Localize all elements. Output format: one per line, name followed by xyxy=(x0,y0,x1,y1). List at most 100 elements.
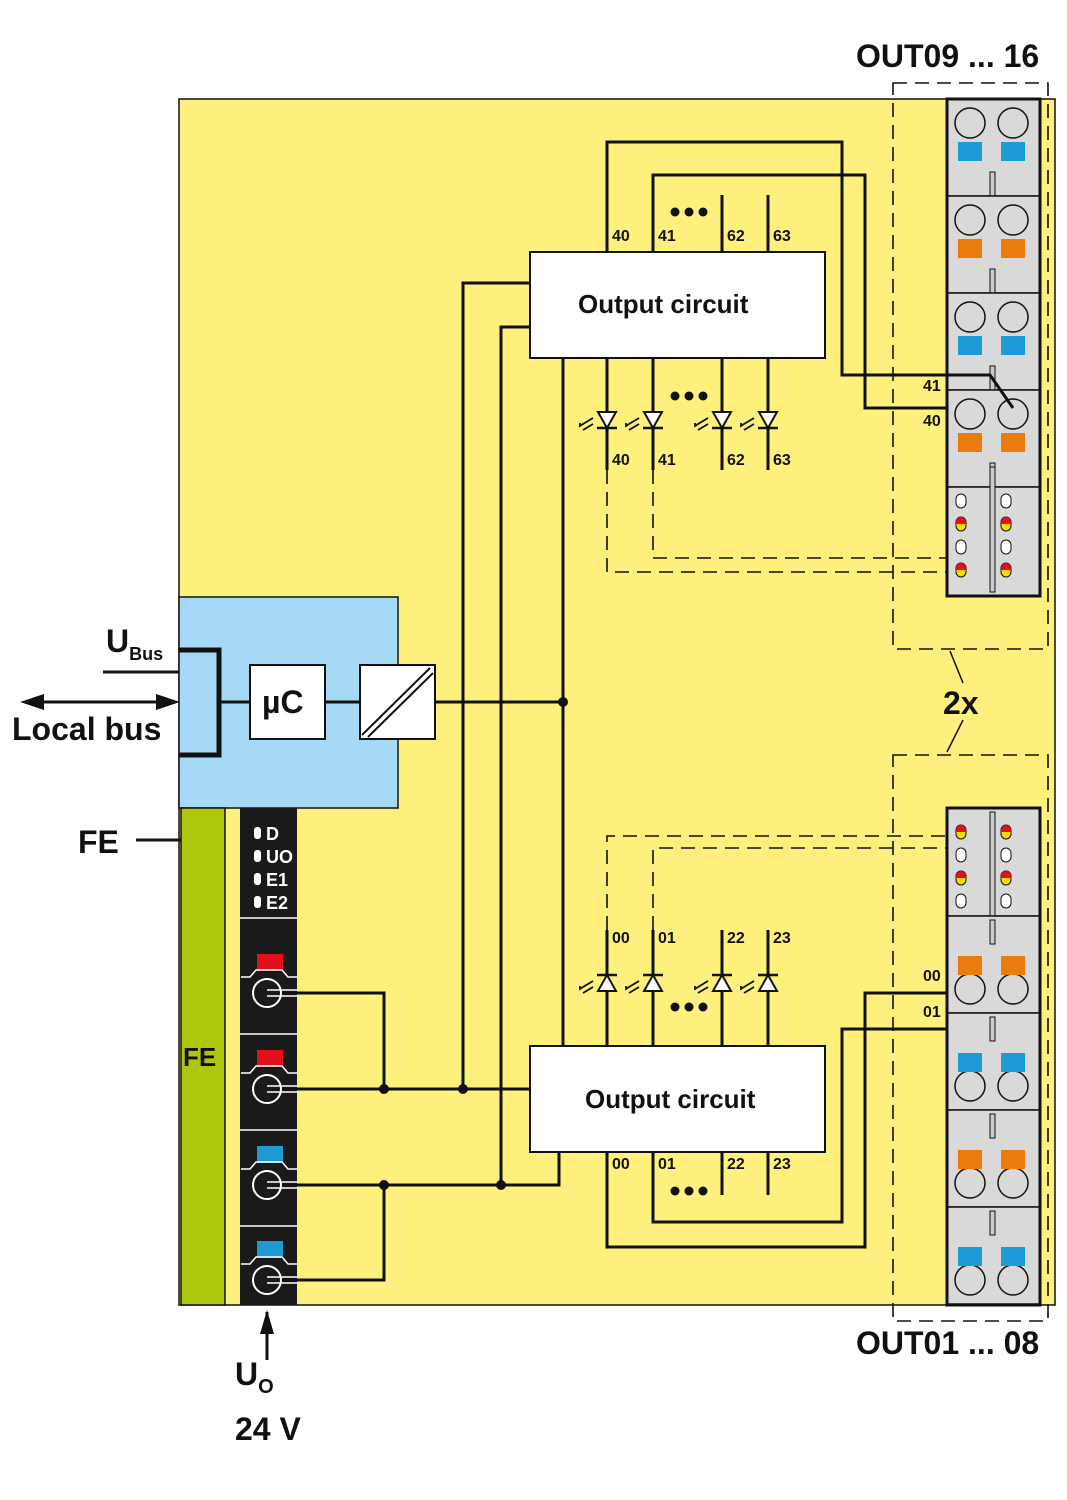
led-diode-icon xyxy=(625,411,664,431)
fe-bar xyxy=(180,807,226,1306)
terminal-release-tab[interactable] xyxy=(1001,1247,1025,1266)
terminal-led-block xyxy=(946,466,1041,597)
terminal-release-tab[interactable] xyxy=(1001,433,1025,452)
terminal-release-tab[interactable] xyxy=(958,433,982,452)
group-box-bottom xyxy=(892,754,1049,1322)
output-terminal-block[interactable] xyxy=(946,1109,1041,1208)
terminal-release-tab[interactable] xyxy=(958,956,982,975)
pin-label: 22 xyxy=(727,930,745,947)
output-terminal-block[interactable] xyxy=(946,1012,1041,1111)
led-diode-icon xyxy=(694,411,733,431)
terminal-clamp[interactable] xyxy=(954,398,986,430)
terminal-clamp[interactable] xyxy=(997,107,1029,139)
terminal-release-tab[interactable] xyxy=(1001,142,1025,161)
status-led-label: UO xyxy=(266,847,293,867)
status-led-label: D xyxy=(266,824,279,844)
pin-label: 41 xyxy=(658,228,676,245)
status-led-dot xyxy=(254,873,261,885)
terminal-release-tab[interactable] xyxy=(958,1247,982,1266)
terminal-number-label: 00 xyxy=(923,968,941,985)
pin-label: 01 xyxy=(658,930,676,947)
terminal-release-tab[interactable] xyxy=(1001,239,1025,258)
terminal-clamp[interactable] xyxy=(954,204,986,236)
terminal-clamp[interactable] xyxy=(997,1070,1029,1102)
terminal-number-label: 40 xyxy=(923,413,941,430)
supply-terminal-clamp[interactable] xyxy=(252,1265,282,1295)
supply-terminal-clamp[interactable] xyxy=(252,1074,282,1104)
terminal-clamp[interactable] xyxy=(997,1167,1029,1199)
output-terminal-block[interactable] xyxy=(946,1206,1041,1305)
led-diode-icon xyxy=(740,972,779,994)
pin-label: 41 xyxy=(658,452,676,469)
terminal-clamp[interactable] xyxy=(954,301,986,333)
led-diode-icon xyxy=(694,972,733,994)
terminal-clamp[interactable] xyxy=(997,204,1029,236)
terminal-release-tab[interactable] xyxy=(958,1150,982,1169)
led-diode-icon xyxy=(740,411,779,431)
terminal-clamp[interactable] xyxy=(997,973,1029,1005)
isolation-converter xyxy=(359,664,436,740)
terminal-number-label: 01 xyxy=(923,1004,941,1021)
terminal-clamp[interactable] xyxy=(954,107,986,139)
supply-terminal-tab[interactable] xyxy=(257,1146,283,1163)
terminal-clamp[interactable] xyxy=(954,973,986,1005)
output-circuit-bottom-label: Output circuit xyxy=(585,1084,756,1114)
status-led-dot xyxy=(254,850,261,862)
pin-label: 00 xyxy=(612,930,630,947)
terminal-clamp[interactable] xyxy=(997,301,1029,333)
microcontroller-label: µC xyxy=(262,684,304,720)
status-led-dot xyxy=(254,827,261,839)
terminal-release-tab[interactable] xyxy=(1001,1150,1025,1169)
terminal-release-tab[interactable] xyxy=(958,142,982,161)
pin-label: 63 xyxy=(773,228,791,245)
terminal-clamp[interactable] xyxy=(997,398,1029,430)
led-diode-icon xyxy=(579,411,618,431)
supply-terminal-tab[interactable] xyxy=(257,1241,283,1258)
uo-label: UO xyxy=(235,1356,274,1398)
multiplier-label: 2x xyxy=(943,685,979,721)
fe-bar-label: FE xyxy=(183,1042,216,1072)
terminal-number-label: 41 xyxy=(923,378,941,395)
output-terminal-block[interactable] xyxy=(946,195,1041,294)
terminal-clamp[interactable] xyxy=(954,1264,986,1296)
multiplier-bracket xyxy=(946,650,964,753)
output-terminal-block[interactable] xyxy=(946,98,1041,197)
pin-label: 62 xyxy=(727,452,745,469)
supply-terminal-clamp[interactable] xyxy=(252,1170,282,1200)
led-diode-icon xyxy=(579,972,618,994)
ubus-label: UBus xyxy=(106,623,163,664)
status-led-label: E2 xyxy=(266,893,288,913)
terminal-clamp[interactable] xyxy=(954,1070,986,1102)
terminal-led-block xyxy=(946,807,1041,937)
output-terminal-block[interactable] xyxy=(946,915,1041,1014)
pin-label: 01 xyxy=(658,1156,676,1173)
pin-label: 23 xyxy=(773,930,791,947)
pin-label: 23 xyxy=(773,1156,791,1173)
terminal-release-tab[interactable] xyxy=(958,1053,982,1072)
terminal-clamp[interactable] xyxy=(997,1264,1029,1296)
terminal-release-tab[interactable] xyxy=(1001,1053,1025,1072)
terminal-release-tab[interactable] xyxy=(1001,956,1025,975)
pin-label: 22 xyxy=(727,1156,745,1173)
pin-label: 00 xyxy=(612,1156,630,1173)
local-bus-label: Local bus xyxy=(12,711,161,747)
pin-label: 40 xyxy=(612,228,630,245)
supply-terminal-tab[interactable] xyxy=(257,954,283,971)
voltage-label: 24 V xyxy=(235,1411,301,1447)
terminal-release-tab[interactable] xyxy=(958,336,982,355)
terminal-clamp[interactable] xyxy=(954,1167,986,1199)
output-circuit-bottom xyxy=(529,1045,826,1153)
output-circuit-top xyxy=(529,251,826,359)
led-diode-icon xyxy=(625,972,664,994)
output-circuit-top-label: Output circuit xyxy=(578,289,749,319)
supply-terminal-tab[interactable] xyxy=(257,1050,283,1067)
terminal-release-tab[interactable] xyxy=(958,239,982,258)
status-led-dot xyxy=(254,896,261,908)
status-led-label: E1 xyxy=(266,870,288,890)
out-bottom-label: OUT01 ... 08 xyxy=(856,1325,1039,1361)
terminal-release-tab[interactable] xyxy=(1001,336,1025,355)
out-top-label: OUT09 ... 16 xyxy=(856,38,1039,74)
supply-terminal-clamp[interactable] xyxy=(252,978,282,1008)
fe-label: FE xyxy=(78,824,119,860)
